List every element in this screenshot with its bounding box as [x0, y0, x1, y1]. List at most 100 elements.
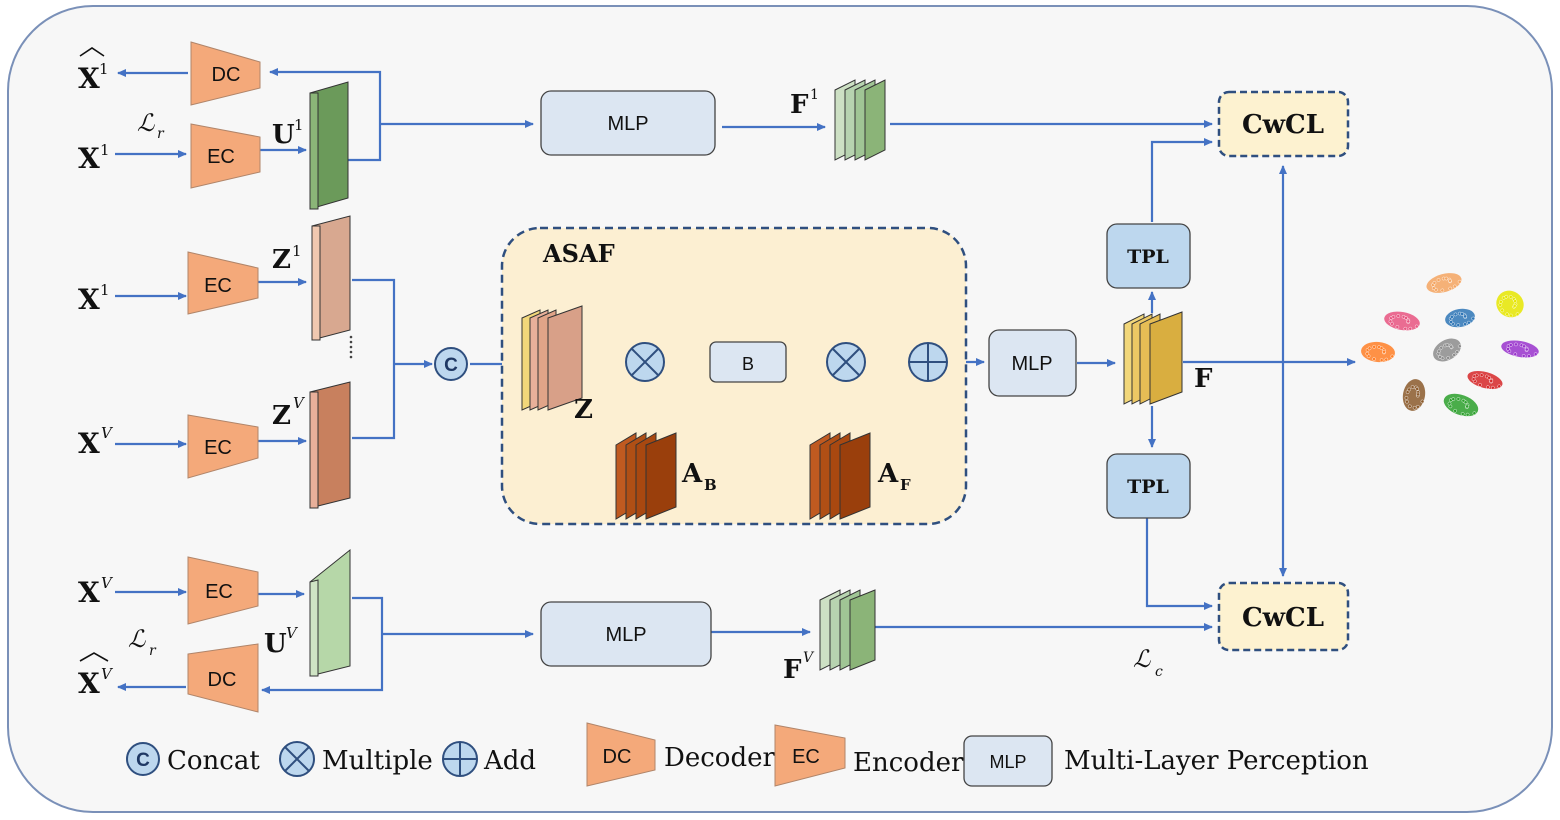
xhat-v-label: X V: [78, 652, 114, 700]
svg-text:C: C: [444, 355, 458, 376]
zv-feature-slab: [309, 381, 351, 509]
svg-text:X: X: [78, 62, 100, 95]
svg-text:EC: EC: [205, 581, 233, 603]
legend-decoder: DC Decoder: [586, 722, 775, 787]
cluster-1: [1426, 273, 1462, 293]
ab-attention-stack: [615, 432, 677, 520]
svg-text:X: X: [78, 667, 100, 700]
svg-text:ℒ: ℒ: [128, 625, 146, 653]
uv-feature-slab: [309, 548, 351, 677]
svg-text:EC: EC: [204, 275, 232, 297]
f1-label: F 1: [790, 87, 819, 120]
cluster-3: [1384, 311, 1420, 331]
svg-text:MLP: MLP: [605, 624, 646, 646]
decoder-top: DC: [190, 41, 261, 106]
loss-r-top: ℒ r: [137, 109, 165, 142]
add-operator: [908, 342, 948, 382]
svg-text:r: r: [149, 643, 157, 659]
fused-feature-stack: [1123, 311, 1183, 405]
encoder-top: EC: [190, 123, 261, 189]
legend-encoder: EC Encoder: [774, 724, 964, 787]
svg-text:1: 1: [100, 141, 110, 159]
svg-text:Encoder: Encoder: [853, 748, 964, 778]
loss-r-bottom: ℒ r: [128, 625, 157, 659]
svg-text:ℒ: ℒ: [1133, 645, 1151, 673]
svg-text:F: F: [790, 90, 809, 120]
svg-text:U: U: [272, 120, 295, 150]
legend-mlp: MLP Multi-Layer Perception: [963, 735, 1369, 787]
svg-text:V: V: [101, 574, 114, 592]
svg-text:B: B: [742, 354, 754, 374]
svg-text:MLP: MLP: [989, 752, 1026, 772]
svg-text:r: r: [157, 126, 165, 142]
cwcl-bottom: CwCL: [1217, 581, 1350, 652]
u1-feature-slab: [309, 81, 349, 210]
svg-text:CwCL: CwCL: [1242, 110, 1324, 140]
svg-text:Z: Z: [272, 401, 291, 431]
svg-text:Multiple: Multiple: [322, 746, 433, 776]
z1-feature-slab: [311, 215, 351, 341]
legend: C Concat Multiple Add DC Decoder EC Enco…: [126, 722, 1369, 787]
svg-text:ℒ: ℒ: [137, 109, 155, 137]
encoder-bottom: EC: [187, 556, 259, 625]
z1-label: Z 1: [272, 242, 302, 275]
uv-label: U V: [264, 624, 299, 659]
svg-text:EC: EC: [204, 437, 232, 459]
svg-text:Add: Add: [483, 746, 536, 776]
svg-text:X: X: [78, 283, 100, 316]
fv-feature-stack: [819, 589, 876, 671]
xv-bottom-label: X V: [78, 574, 114, 609]
svg-text:TPL: TPL: [1127, 246, 1169, 268]
cluster-10: [1443, 393, 1479, 417]
svg-text:V: V: [286, 624, 299, 642]
svg-text:C: C: [136, 750, 150, 771]
svg-text:F: F: [783, 655, 802, 685]
b-block: B: [709, 341, 787, 383]
svg-text:MLP: MLP: [1011, 353, 1052, 375]
svg-text:TPL: TPL: [1127, 476, 1169, 498]
svg-text:1: 1: [810, 87, 819, 103]
legend-concat: C Concat: [126, 742, 260, 776]
cluster-scatter: [1361, 273, 1539, 417]
vertical-dots: [349, 335, 353, 359]
z-label: Z: [574, 395, 593, 425]
loss-c: ℒ c: [1133, 645, 1163, 680]
cluster-5: [1501, 340, 1539, 358]
cluster-9: [1402, 379, 1426, 411]
svg-text:Multi-Layer Perception: Multi-Layer Perception: [1064, 746, 1369, 776]
svg-text:V: V: [101, 665, 114, 683]
af-label: A F: [877, 459, 911, 494]
zv-label: Z V: [272, 394, 306, 431]
multiply-operator-1: [625, 342, 665, 382]
top-branch: [115, 68, 1213, 162]
svg-text:F: F: [900, 476, 911, 494]
svg-text:1: 1: [100, 281, 110, 299]
svg-text:EC: EC: [207, 146, 235, 168]
xv-middle-label: X V: [78, 424, 114, 460]
svg-text:Z: Z: [272, 245, 291, 275]
svg-text:V: V: [293, 394, 306, 412]
cwcl-top: CwCL: [1217, 90, 1350, 158]
tpl-bottom: TPL: [1106, 453, 1191, 519]
svg-text:1: 1: [292, 242, 302, 260]
svg-text:X: X: [78, 576, 100, 609]
svg-text:U: U: [264, 629, 287, 659]
tpl-top: TPL: [1106, 223, 1191, 289]
svg-text:DC: DC: [603, 746, 632, 768]
f-label: F: [1194, 364, 1213, 394]
encoder-middle-1: EC: [187, 251, 259, 315]
xhat-1-label: X 1: [78, 47, 109, 95]
svg-text:Decoder: Decoder: [664, 743, 775, 773]
svg-text:V: V: [803, 650, 815, 666]
svg-text:A: A: [877, 459, 899, 489]
af-attention-stack: [809, 432, 871, 520]
svg-text:DC: DC: [208, 669, 237, 691]
legend-add: Add: [442, 741, 536, 777]
z-feature-stack: [521, 305, 583, 411]
svg-text:1: 1: [294, 116, 304, 134]
mlp-bottom: MLP: [540, 601, 712, 667]
cluster-8: [1467, 370, 1503, 390]
svg-text:Concat: Concat: [167, 746, 260, 776]
svg-text:V: V: [101, 424, 114, 442]
